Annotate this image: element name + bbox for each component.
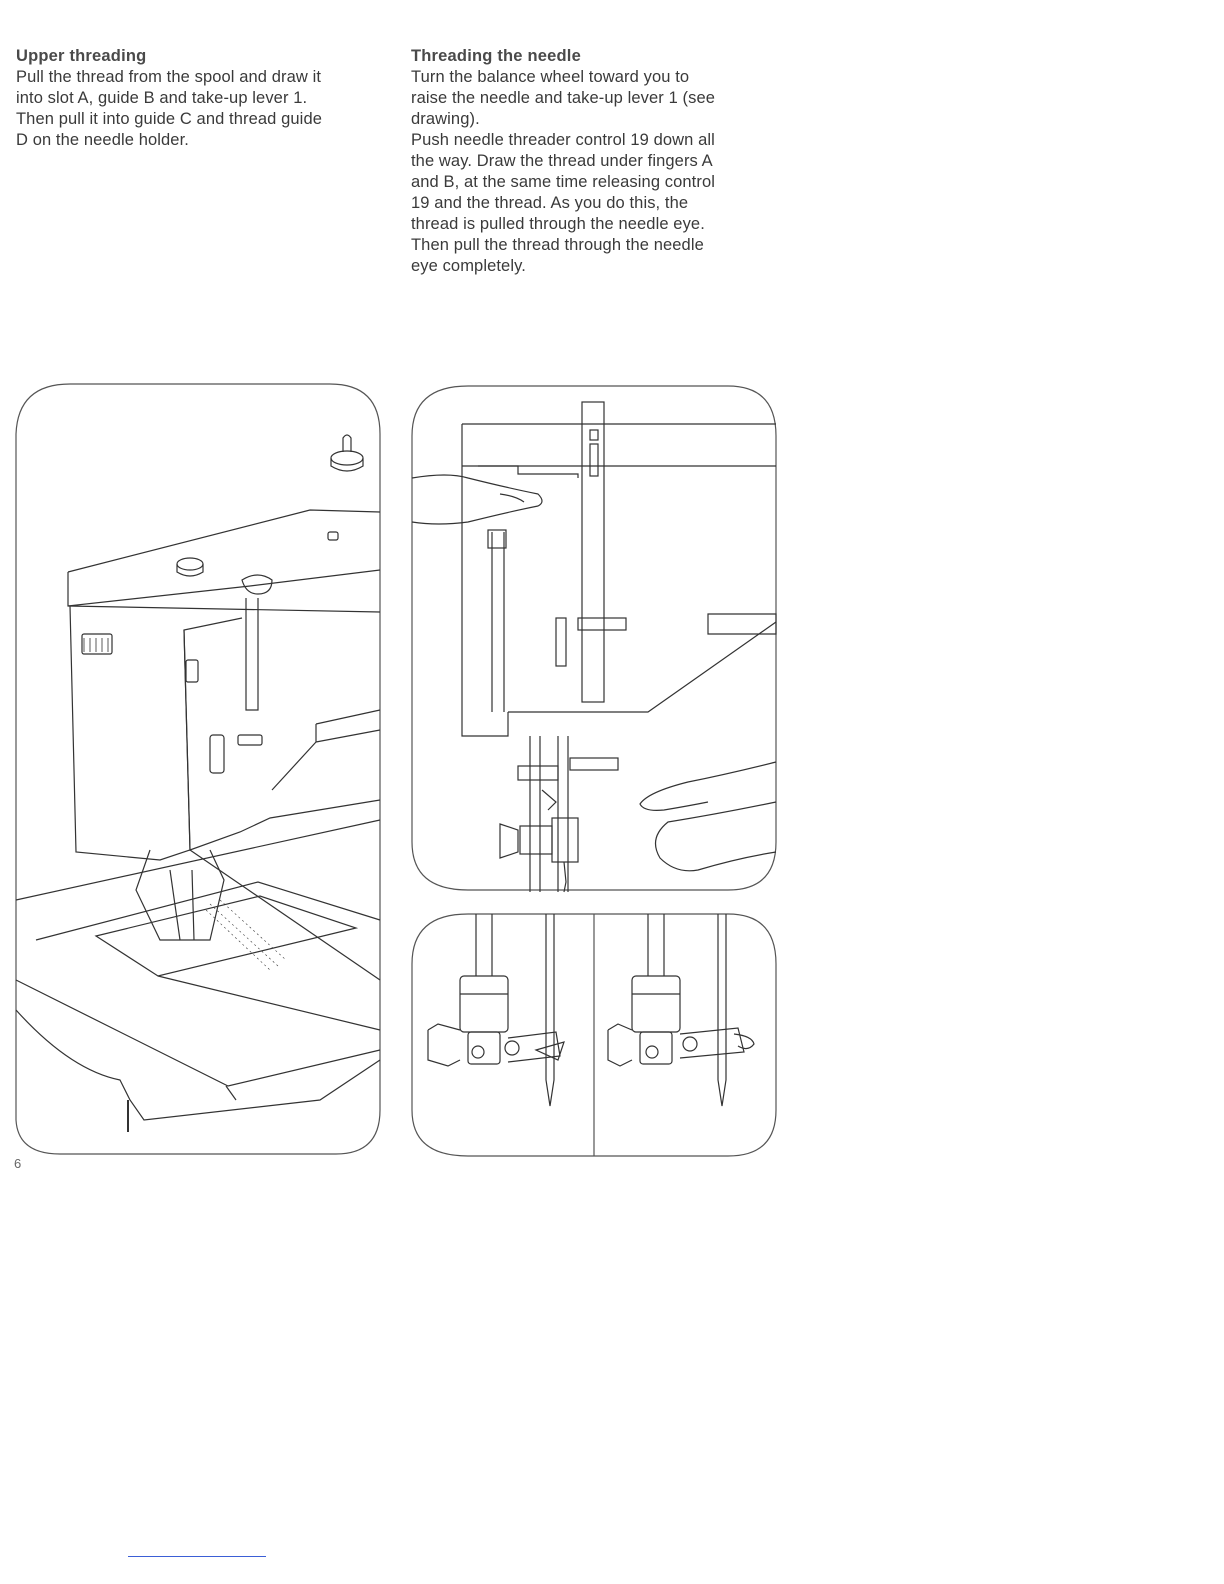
threading-needle-line: thread is pulled through the needle eye.: [411, 215, 705, 233]
threading-needle-line: drawing).: [411, 110, 480, 128]
threading-needle-heading: Threading the needle: [411, 47, 581, 65]
upper-threading-line: into slot A, guide B and take-up lever 1…: [16, 89, 308, 107]
footer-rule: [128, 1556, 266, 1557]
threading-needle-line: raise the needle and take-up lever 1 (se…: [411, 89, 716, 107]
upper-threading-section: Upper threading Pull the thread from the…: [16, 46, 386, 151]
threading-needle-line: and B, at the same time releasing contro…: [411, 173, 716, 191]
upper-threading-line: Pull the thread from the spool and draw …: [16, 68, 322, 86]
sewing-machine-illustration: [10, 380, 386, 1160]
upper-threading-heading: Upper threading: [16, 47, 147, 65]
page-number: 6: [14, 1156, 22, 1171]
threading-needle-line: Then pull the thread through the needle: [411, 236, 704, 254]
threading-needle-line: eye completely.: [411, 257, 526, 275]
threading-needle-line: Turn the balance wheel toward you to: [411, 68, 690, 86]
spool-pin-icon: [330, 434, 364, 472]
threading-needle-line: Push needle threader control 19 down all: [411, 131, 715, 149]
threading-needle-line: the way. Draw the thread under fingers A: [411, 152, 713, 170]
needle-eye-detail-illustration: [408, 910, 780, 1160]
threading-needle-line: 19 and the thread. As you do this, the: [411, 194, 689, 212]
upper-threading-line: D on the needle holder.: [16, 131, 189, 149]
threading-needle-section: Threading the needle Turn the balance wh…: [411, 46, 791, 277]
upper-threading-line: Then pull it into guide C and thread gui…: [16, 110, 322, 128]
needle-threader-illustration: [408, 382, 780, 894]
